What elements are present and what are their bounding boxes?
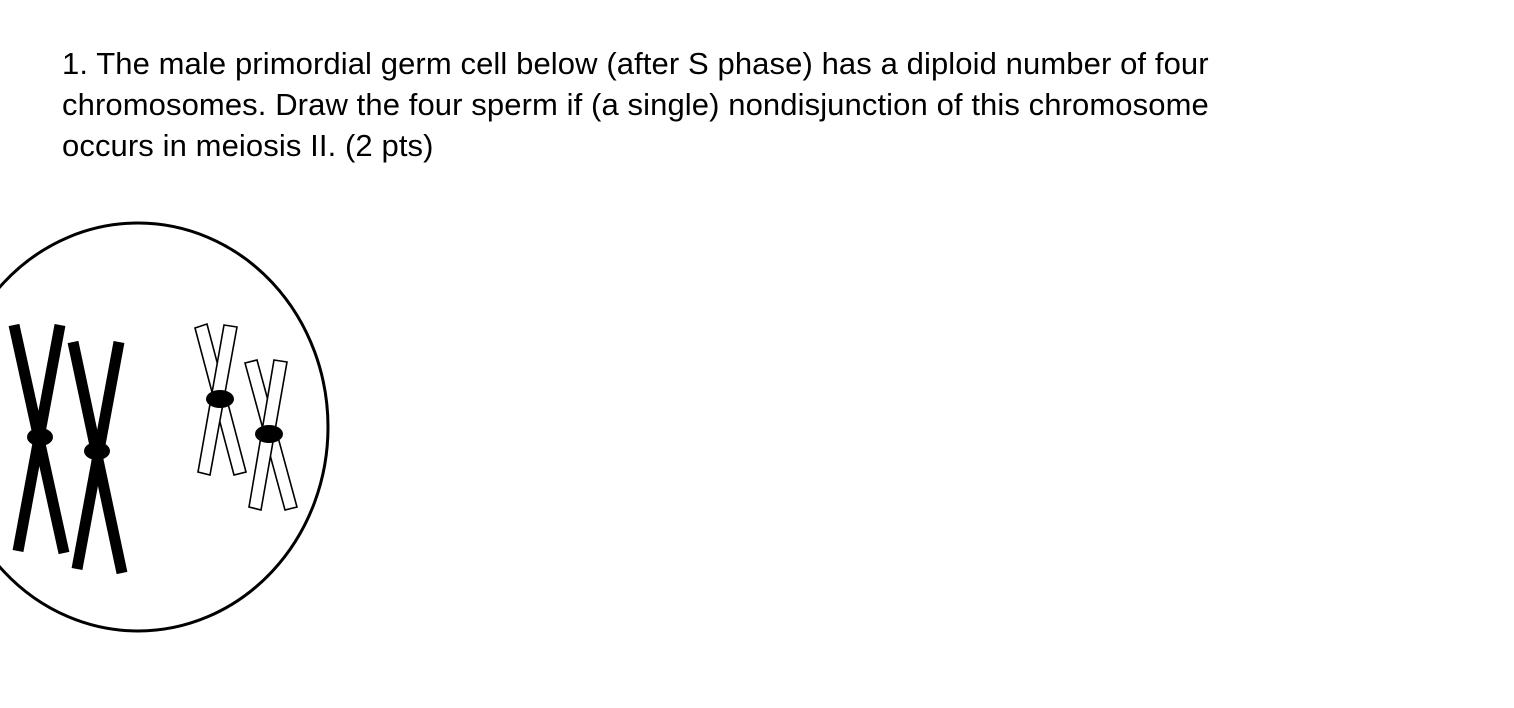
centromere — [206, 390, 234, 408]
chromosome-dark-large-2 — [67, 340, 128, 575]
question-line-1: 1. The male primordial germ cell below (… — [62, 46, 1209, 81]
chromosome-light-small-2 — [244, 359, 298, 511]
question-text: 1. The male primordial germ cell below (… — [62, 43, 1462, 166]
centromere — [84, 442, 110, 460]
question-line-2: chromosomes. Draw the four sperm if (a s… — [62, 87, 1209, 122]
cell-membrane — [0, 221, 330, 633]
centromere — [255, 425, 283, 443]
chromosome-light-small-1 — [194, 322, 247, 476]
chromosome-dark-large-1 — [8, 323, 70, 555]
germ-cell-diagram — [0, 221, 330, 633]
centromere — [27, 428, 53, 446]
question-line-3: occurs in meiosis II. (2 pts) — [62, 128, 434, 163]
